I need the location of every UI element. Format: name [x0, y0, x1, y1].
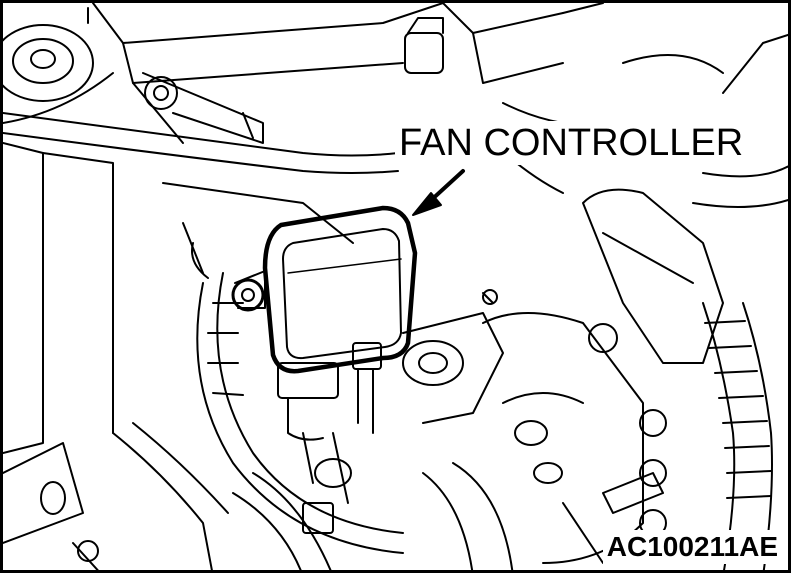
- fan-motor: [402, 289, 504, 424]
- callout-arrow: [412, 169, 465, 216]
- radiator-shroud: [3, 142, 114, 570]
- fan-shroud: [162, 182, 404, 554]
- upper-hose: [3, 112, 399, 174]
- lower-hoses: [232, 458, 664, 570]
- right-components: [482, 165, 788, 564]
- callout-label: FAN CONTROLLER: [395, 121, 748, 165]
- body-panels: [92, 3, 604, 144]
- strut-mount: [3, 7, 114, 124]
- bracket: [142, 72, 264, 144]
- fan-controller: [231, 205, 418, 374]
- wire-harness: [702, 302, 773, 570]
- figure-id: AC100211AE: [602, 530, 782, 564]
- engine-bay-illustration: [3, 3, 788, 570]
- wiring-connectors: [277, 342, 382, 504]
